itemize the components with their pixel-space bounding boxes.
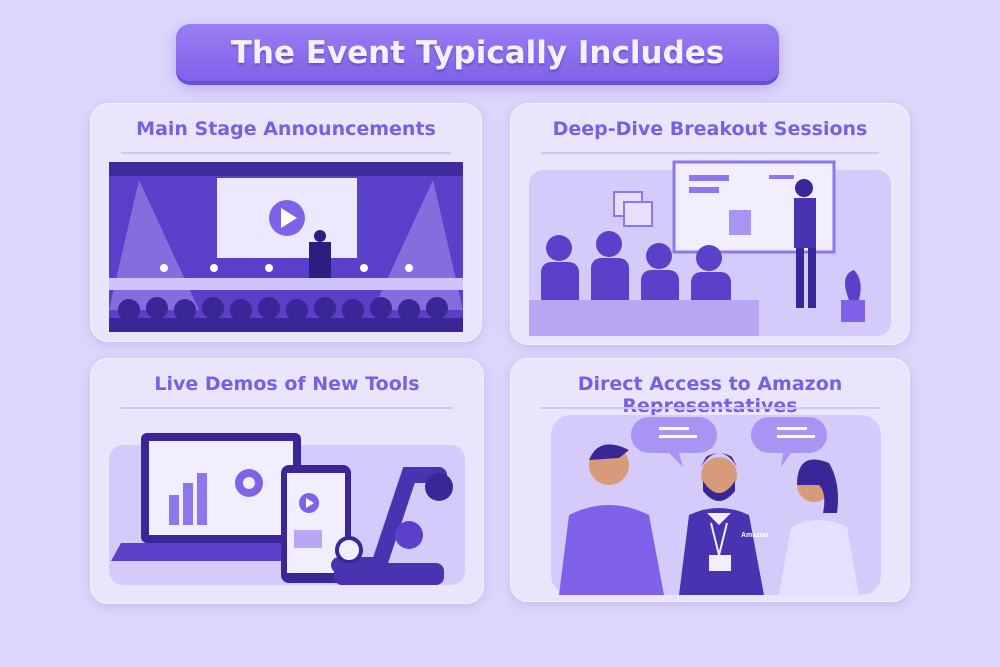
divider — [541, 407, 879, 409]
card-main-stage: Main Stage Announcements — [90, 103, 482, 342]
card-title: Deep-Dive Breakout Sessions — [552, 118, 868, 140]
page-title: The Event Typically Includes — [230, 34, 725, 71]
title-banner: The Event Typically Includes — [176, 24, 779, 81]
conversation-illustration: Amazon — [551, 415, 881, 595]
card-breakout-sessions: Deep-Dive Breakout Sessions — [510, 103, 910, 345]
divider — [541, 152, 879, 154]
stage-presentation-illustration — [109, 162, 463, 332]
divider — [121, 407, 453, 409]
card-title: Direct Access to Amazon Representatives — [577, 373, 843, 417]
amazon-badge-text: Amazon — [741, 532, 768, 539]
card-amazon-representatives: Direct Access to Amazon Representatives … — [510, 358, 910, 602]
card-live-demos: Live Demos of New Tools — [90, 358, 484, 604]
card-title: Live Demos of New Tools — [154, 373, 420, 395]
breakout-session-illustration — [529, 160, 891, 336]
divider — [121, 152, 451, 154]
tech-demo-illustration — [109, 433, 465, 585]
card-title: Main Stage Announcements — [136, 118, 436, 140]
